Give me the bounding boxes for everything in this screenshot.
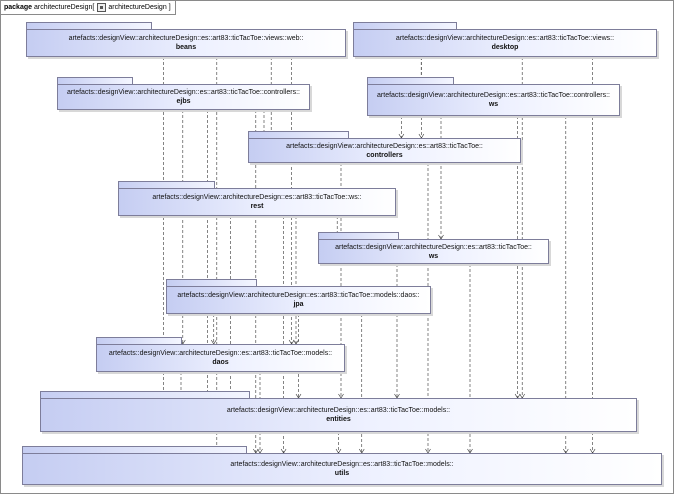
package-qualified-name: artefacts::designView::architectureDesig…	[335, 243, 532, 251]
package-daos[interactable]: artefacts::designView::architectureDesig…	[96, 337, 345, 372]
package-name: ws	[488, 101, 499, 108]
package-keyword: package	[4, 4, 33, 11]
package-qualified-name: artefacts::designView::architectureDesig…	[67, 89, 300, 96]
package-rest[interactable]: artefacts::designView::architectureDesig…	[118, 181, 396, 216]
package-name: rest	[250, 203, 264, 210]
package-qualified-name: artefacts::designView::architectureDesig…	[177, 292, 420, 299]
package-name: beans	[175, 44, 197, 51]
package-qualified-name: artefacts::designView::architectureDesig…	[68, 35, 304, 42]
package-desktop[interactable]: artefacts::designView::architectureDesig…	[353, 22, 657, 57]
package-qualified-name: artefacts::designView::architectureDesig…	[377, 92, 610, 99]
package-qualified-name: artefacts::designView::architectureDesig…	[230, 461, 454, 468]
package-name: desktop	[491, 44, 519, 51]
package-qualified-name: artefacts::designView::architectureDesig…	[286, 142, 483, 150]
package-ws-controllers[interactable]: artefacts::designView::architectureDesig…	[367, 77, 620, 116]
package-name: ws	[428, 252, 439, 260]
package-qualified-name: artefacts::designView::architectureDesig…	[226, 407, 451, 414]
package-name: daos	[212, 359, 229, 366]
package-beans[interactable]: artefacts::designView::architectureDesig…	[26, 22, 346, 57]
package-qualified-name: artefacts::designView::architectureDesig…	[395, 35, 615, 42]
package-entities[interactable]: artefacts::designView::architectureDesig…	[40, 391, 637, 432]
package-utils[interactable]: artefacts::designView::architectureDesig…	[22, 446, 662, 485]
package-name: utils	[334, 470, 350, 477]
package-qualified-name: artefacts::designView::architectureDesig…	[108, 350, 333, 357]
package-ws[interactable]: artefacts::designView::architectureDesig…	[318, 232, 549, 264]
package-name: jpa	[293, 301, 304, 308]
package-name: controllers	[366, 151, 403, 159]
package-ejbs[interactable]: artefacts::designView::architectureDesig…	[57, 77, 310, 110]
package-name: entities	[326, 416, 351, 423]
package-name: ejbs	[176, 98, 191, 105]
package-qualified-name: artefacts::designView::architectureDesig…	[152, 194, 362, 201]
diagram-name: architectureDesign	[108, 4, 167, 11]
package-jpa[interactable]: artefacts::designView::architectureDesig…	[166, 279, 431, 314]
diagram-icon	[97, 3, 107, 12]
package-name: architectureDesign	[34, 4, 93, 11]
diagram-header: package architectureDesign [ architectur…	[1, 1, 176, 15]
package-controllers[interactable]: artefacts::designView::architectureDesig…	[248, 131, 521, 163]
